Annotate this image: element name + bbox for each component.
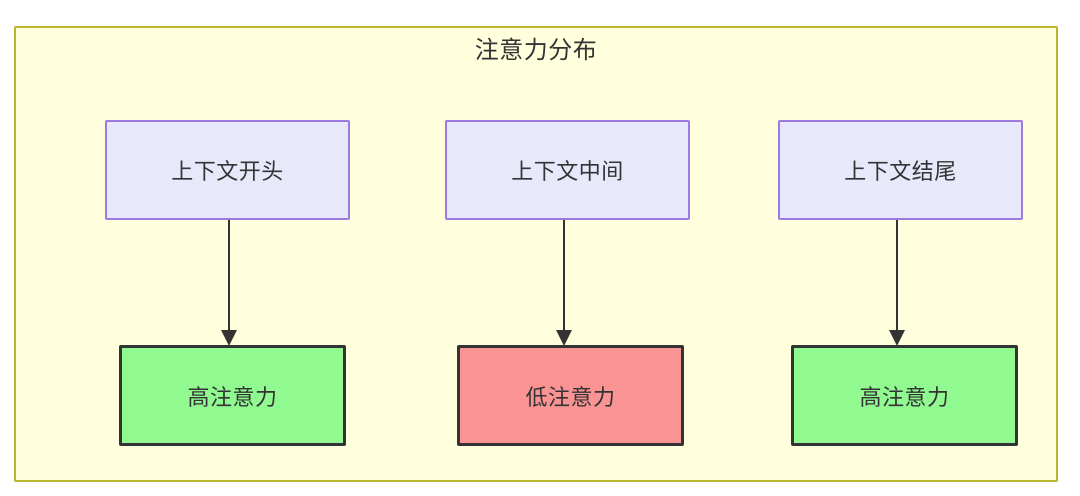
arrow-end-to-high xyxy=(886,220,908,346)
context-node-middle[interactable]: 上下文中间 xyxy=(445,120,690,220)
context-node-middle-label: 上下文中间 xyxy=(511,159,624,184)
diagram-title: 注意力分布 xyxy=(474,37,598,64)
context-node-end[interactable]: 上下文结尾 xyxy=(778,120,1023,220)
arrow-middle-to-low xyxy=(553,220,575,346)
result-node-high-attention-start[interactable]: 高注意力 xyxy=(119,345,346,446)
result-node-high-attention-end[interactable]: 高注意力 xyxy=(791,345,1018,446)
context-node-start-label: 上下文开头 xyxy=(171,159,284,184)
result-node-low-attention-middle-label: 低注意力 xyxy=(525,384,616,410)
result-node-low-attention-middle[interactable]: 低注意力 xyxy=(457,345,684,446)
context-node-start[interactable]: 上下文开头 xyxy=(105,120,350,220)
attention-distribution-container: 注意力分布 上下文开头 上下文中间 上下文结尾 xyxy=(14,26,1058,482)
result-node-high-attention-start-label: 高注意力 xyxy=(187,384,278,410)
arrow-start-to-high xyxy=(218,220,240,346)
context-node-end-label: 上下文结尾 xyxy=(844,159,957,184)
result-node-high-attention-end-label: 高注意力 xyxy=(859,384,950,410)
